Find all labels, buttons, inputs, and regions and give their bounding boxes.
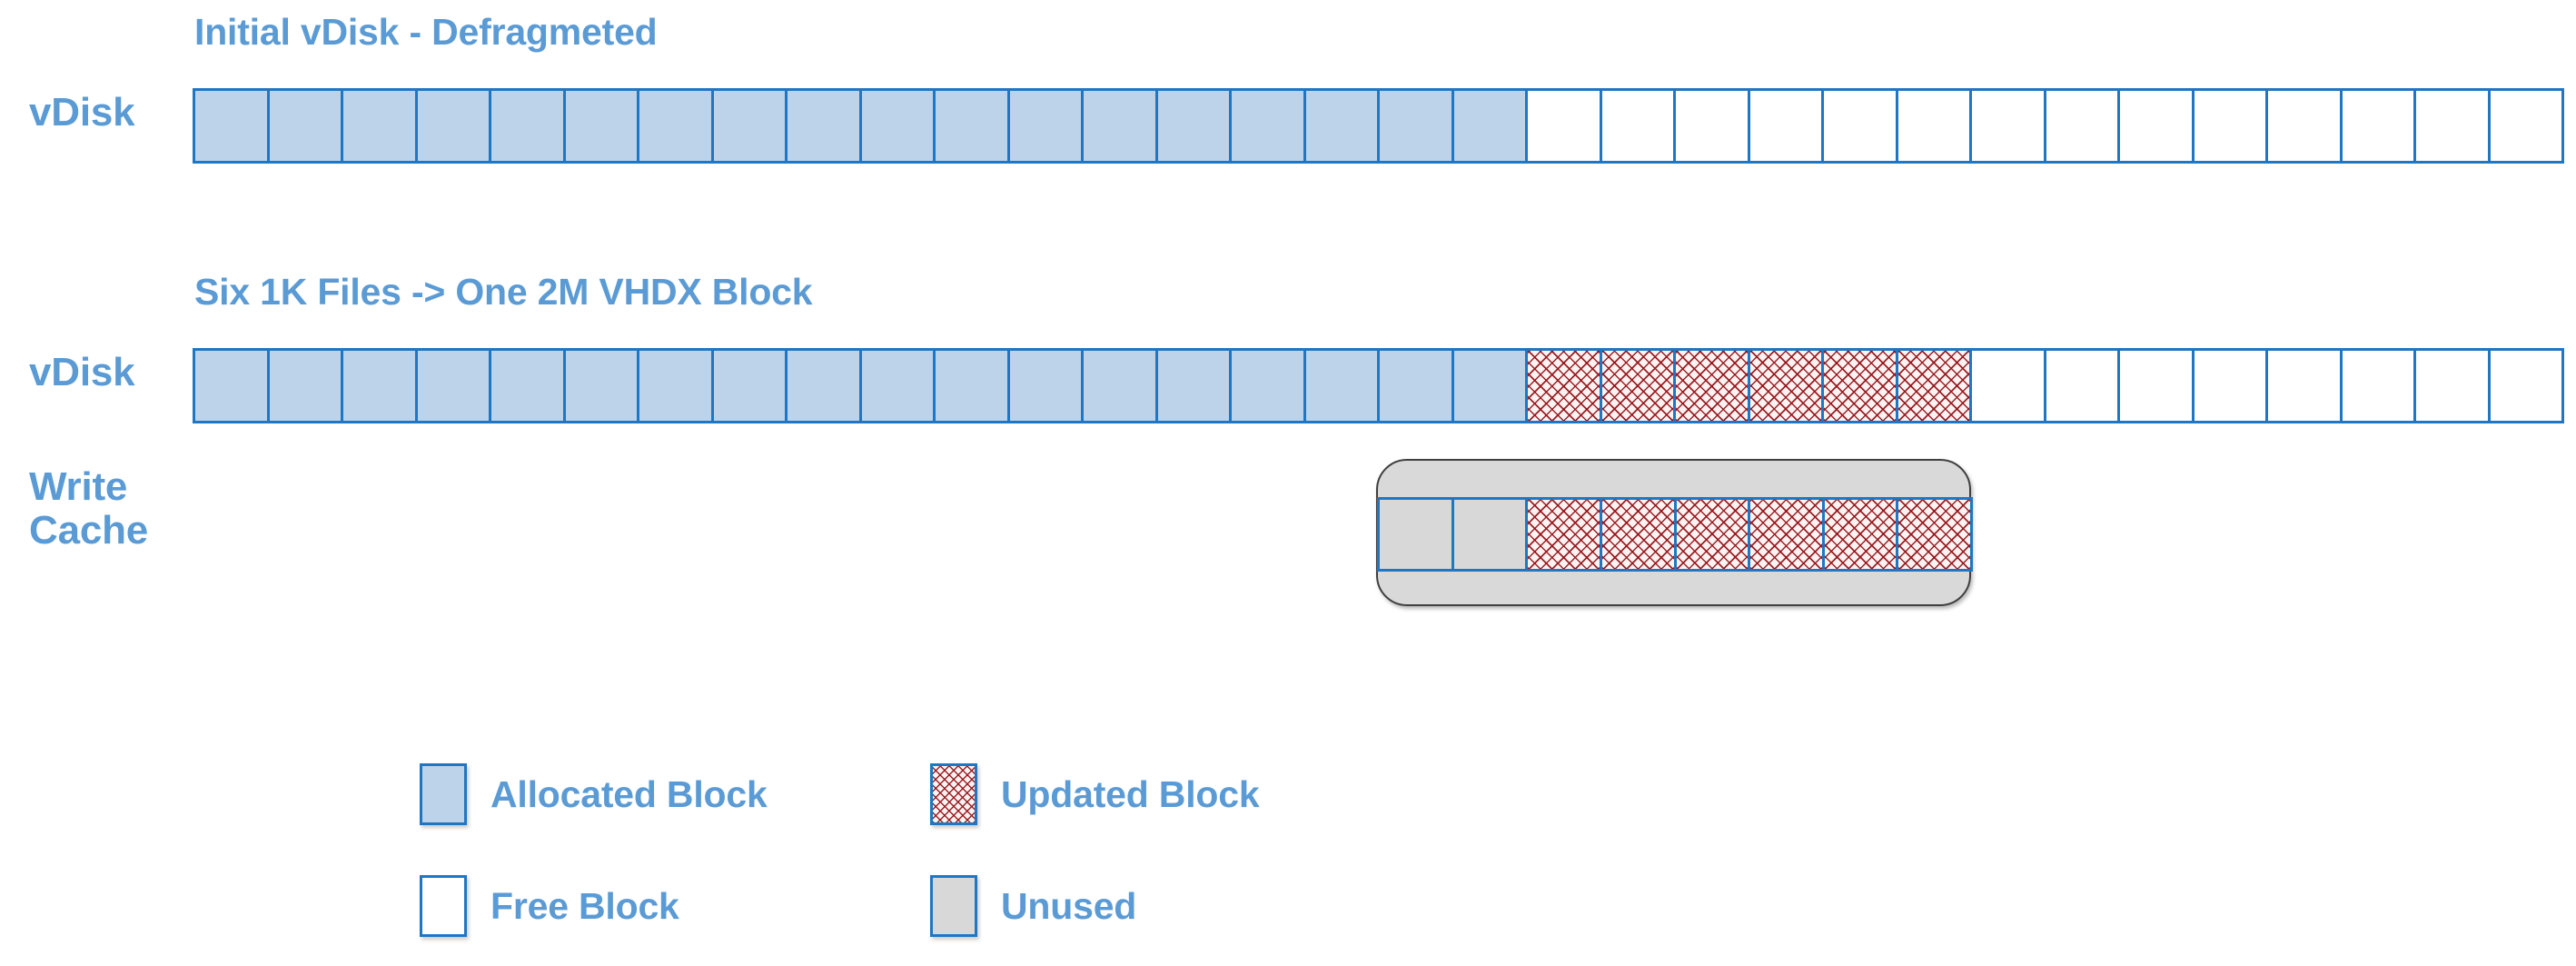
block-allocated [1229, 88, 1306, 164]
block-updated [1895, 348, 1972, 423]
block-allocated [414, 348, 491, 423]
block-updated [1599, 497, 1677, 572]
block-free [1969, 348, 2046, 423]
block-free [1895, 88, 1972, 164]
block-allocated [193, 88, 270, 164]
block-allocated [266, 348, 343, 423]
block-allocated [1081, 348, 1158, 423]
write-cache-bar [1377, 497, 1973, 572]
block-free [2339, 88, 2416, 164]
block-free [2265, 348, 2343, 423]
block-allocated [637, 88, 714, 164]
section-title-initial: Initial vDisk - Defragmeted [194, 11, 658, 53]
block-free [2339, 348, 2416, 423]
block-allocated [933, 88, 1010, 164]
block-allocated [1081, 88, 1158, 164]
legend-label-updated: Updated Block [1001, 772, 1260, 815]
block-free [2487, 88, 2564, 164]
block-free [1599, 88, 1676, 164]
block-allocated [341, 88, 418, 164]
block-unused [1377, 497, 1454, 572]
section-title-after-write: Six 1K Files -> One 2M VHDX Block [194, 271, 813, 313]
block-allocated [489, 348, 566, 423]
block-updated [1896, 497, 1973, 572]
block-allocated [266, 88, 343, 164]
block-allocated [1006, 88, 1084, 164]
block-allocated [785, 88, 862, 164]
block-updated [1599, 348, 1676, 423]
block-allocated [562, 88, 639, 164]
block-updated [1525, 497, 1602, 572]
block-allocated [414, 88, 491, 164]
block-allocated [858, 348, 936, 423]
block-updated [1525, 348, 1602, 423]
block-allocated [710, 88, 788, 164]
block-allocated [1451, 348, 1528, 423]
block-allocated [1229, 348, 1306, 423]
block-allocated [489, 88, 566, 164]
block-unused [1451, 497, 1529, 572]
block-free [2117, 348, 2195, 423]
block-free [1673, 88, 1750, 164]
block-free [2191, 348, 2268, 423]
block-allocated [1154, 88, 1232, 164]
block-allocated [1377, 348, 1454, 423]
block-allocated [341, 348, 418, 423]
block-free [2487, 348, 2564, 423]
block-updated [1673, 497, 1751, 572]
block-updated [1821, 348, 1898, 423]
block-updated [1748, 497, 1825, 572]
block-allocated [933, 348, 1010, 423]
block-allocated [193, 348, 270, 423]
block-allocated [1006, 348, 1084, 423]
block-updated [1821, 497, 1899, 572]
block-updated [1673, 348, 1750, 423]
legend-item-allocated: Allocated Block [420, 763, 768, 825]
block-allocated [858, 88, 936, 164]
block-free [1747, 88, 1824, 164]
block-free [2265, 88, 2343, 164]
block-allocated [710, 348, 788, 423]
block-updated [1747, 348, 1824, 423]
legend-label-unused: Unused [1001, 884, 1137, 927]
block-allocated [1451, 88, 1528, 164]
block-free [2191, 88, 2268, 164]
legend-item-free: Free Block [420, 875, 679, 937]
block-allocated [562, 348, 639, 423]
legend-swatch-updated-icon [930, 763, 977, 825]
block-free [2043, 348, 2120, 423]
block-free [1525, 88, 1602, 164]
block-free [2117, 88, 2195, 164]
block-free [1821, 88, 1898, 164]
block-free [2413, 348, 2491, 423]
legend-swatch-free-icon [420, 875, 467, 937]
vdisk-bar-after-write [193, 348, 2564, 423]
vdisk-bar-initial [193, 88, 2564, 164]
legend-swatch-unused-icon [930, 875, 977, 937]
block-allocated [1303, 348, 1380, 423]
row-label-vdisk-after-write: vDisk [29, 350, 135, 394]
block-free [2413, 88, 2491, 164]
block-allocated [1154, 348, 1232, 423]
block-free [1969, 88, 2046, 164]
legend-item-updated: Updated Block [930, 763, 1260, 825]
block-allocated [1303, 88, 1380, 164]
legend-label-allocated: Allocated Block [490, 772, 768, 815]
legend-item-unused: Unused [930, 875, 1136, 937]
block-free [2043, 88, 2120, 164]
row-label-write-cache: Write Cache [29, 464, 149, 553]
block-allocated [637, 348, 714, 423]
legend-swatch-allocated-icon [420, 763, 467, 825]
block-allocated [1377, 88, 1454, 164]
block-allocated [785, 348, 862, 423]
legend-label-free: Free Block [490, 884, 679, 927]
row-label-vdisk-initial: vDisk [29, 90, 135, 134]
